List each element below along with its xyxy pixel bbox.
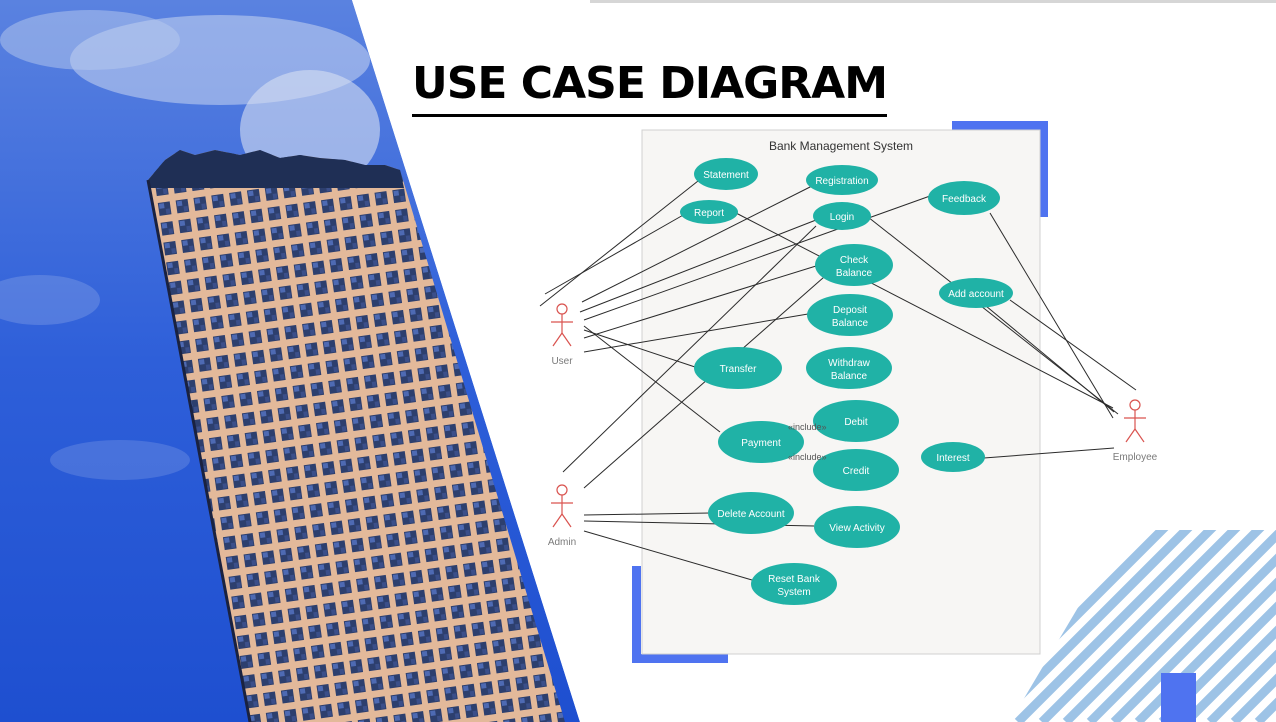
use-case-add-account [939, 278, 1013, 308]
use-case-delete-account-label: Delete Account [717, 509, 784, 520]
use-case-check-balance-label-line2: Balance [836, 268, 873, 279]
use-case-feedback-label: Feedback [942, 194, 987, 205]
system-title: Bank Management System [769, 139, 913, 153]
use-case-transfer [694, 347, 782, 389]
association-lines [539, 180, 1137, 581]
use-case-reset-bank-system-label-line1: Reset Bank [768, 574, 821, 585]
use-case-statement [694, 158, 758, 190]
use-case-debit [813, 400, 899, 442]
use-case-view-activity [814, 506, 900, 548]
use-case-payment-label: Payment [741, 438, 781, 449]
actor-admin [551, 484, 573, 528]
use-case-reset-bank-system [751, 563, 837, 605]
include-stereotype-debit: «include» [788, 422, 827, 432]
use-case-registration [806, 165, 878, 195]
use-case-deposit-balance [807, 294, 893, 336]
use-case-payment [718, 421, 804, 463]
top-divider [590, 0, 1276, 3]
actor-employee-label: Employee [1113, 452, 1158, 463]
use-case-credit [813, 449, 899, 491]
use-case-reset-bank-system-label-line2: System [777, 587, 810, 598]
actor-user [551, 303, 573, 347]
use-case-check-balance-label-line1: Check [840, 255, 869, 266]
accent-corner-top-right [952, 121, 1048, 217]
skyscraper-photo [0, 0, 620, 722]
use-case-report-label: Report [694, 208, 724, 219]
use-case-registration-label: Registration [815, 176, 868, 187]
use-case-transfer-label: Transfer [720, 364, 758, 375]
use-case-report [680, 200, 738, 224]
use-case-add-account-label: Add account [948, 289, 1004, 300]
include-stereotype-credit: «include» [788, 452, 827, 462]
use-case-delete-account [708, 492, 794, 534]
actor-employee [1124, 399, 1146, 443]
accent-square [1161, 673, 1196, 722]
use-case-view-activity-label: View Activity [829, 523, 884, 534]
actor-admin-label: Admin [548, 537, 576, 548]
use-case-deposit-balance-label-line2: Balance [832, 318, 869, 329]
accent-corner-bottom-left [632, 566, 728, 663]
use-case-interest [921, 442, 985, 472]
use-case-login-label: Login [830, 212, 854, 223]
use-case-withdraw-balance-label-line1: Withdraw [828, 358, 870, 369]
use-case-withdraw-balance [806, 347, 892, 389]
use-case-statement-label: Statement [703, 170, 749, 181]
use-case-feedback [928, 181, 1000, 215]
use-case-check-balance [815, 244, 893, 286]
use-case-credit-label: Credit [843, 466, 870, 477]
slide-title: USE CASE DIAGRAM [412, 58, 888, 117]
use-case-debit-label: Debit [844, 417, 868, 428]
use-case-withdraw-balance-label-line2: Balance [831, 371, 868, 382]
use-case-deposit-balance-label-line1: Deposit [833, 305, 867, 316]
use-case-login [813, 202, 871, 230]
use-case-interest-label: Interest [936, 453, 970, 464]
actor-user-label: User [551, 356, 573, 367]
